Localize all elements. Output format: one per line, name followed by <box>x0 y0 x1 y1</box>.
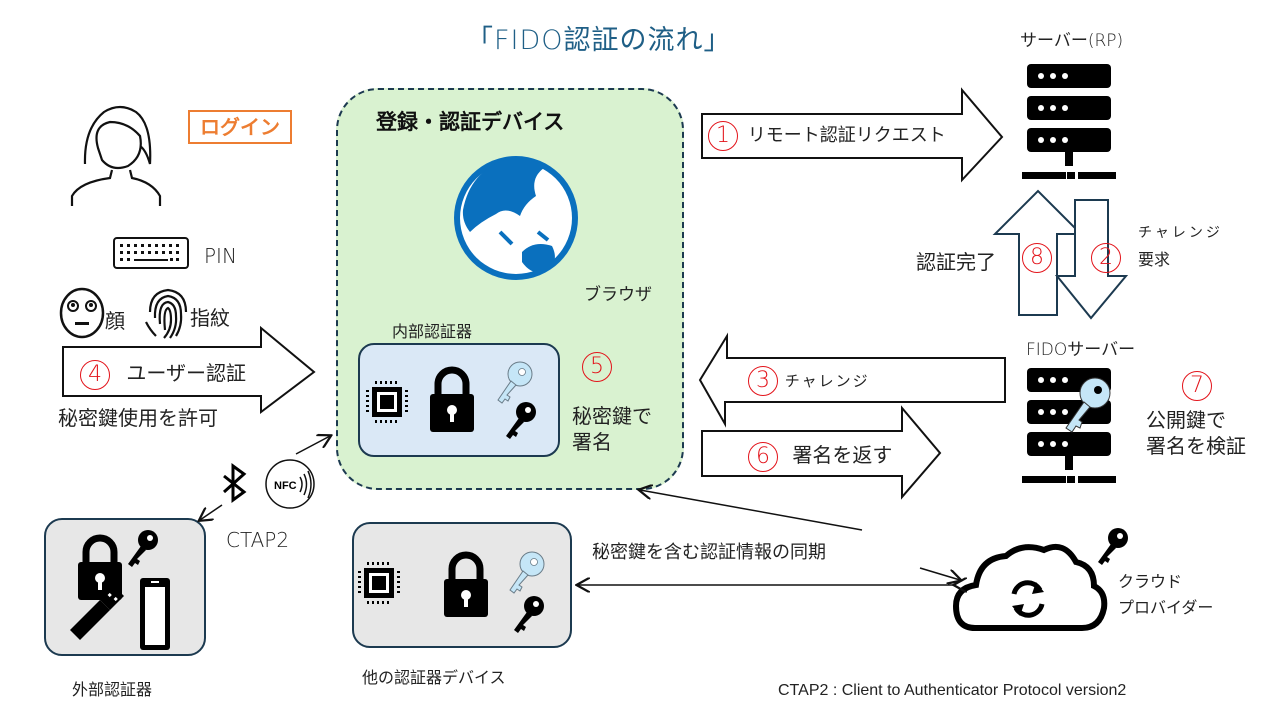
step-1-arrow <box>701 87 1004 183</box>
verify-label-line1: 公開鍵で <box>1146 408 1226 432</box>
usb-key-icon <box>70 586 124 640</box>
device-title: 登録・認証デバイス <box>376 110 565 134</box>
smartphone-icon <box>140 578 170 650</box>
cloud-sync-icon <box>952 544 1108 631</box>
step-number: 2 <box>1091 243 1121 273</box>
lock-icon <box>430 370 474 432</box>
step-8-number-wrap: 8 <box>1022 243 1052 273</box>
bluetooth-icon <box>222 463 247 503</box>
step-number: 1 <box>708 121 738 151</box>
keyboard-icon <box>113 237 189 269</box>
ctap-arrow-to-external <box>200 504 223 520</box>
step-6-arrow <box>701 405 942 500</box>
step-5-label: 5 <box>582 352 612 382</box>
step-3-arrow <box>698 332 1006 428</box>
footnote: CTAP2 : Client to Authenticator Protocol… <box>778 682 1127 699</box>
chip-icon <box>358 562 400 604</box>
face-label: 顔 <box>105 309 125 333</box>
rp-server-icon <box>1022 64 1116 179</box>
login-badge: ログイン <box>188 110 292 144</box>
sign-label-line1: 秘密鍵で <box>572 404 652 428</box>
private-key-icon <box>128 530 158 567</box>
fido-server-key-icon <box>1065 377 1111 433</box>
browser-globe-icon <box>454 156 578 280</box>
step-2-label-line2: 要求 <box>1138 250 1171 269</box>
public-key-icon <box>497 361 533 404</box>
step-4-arrow <box>62 325 316 415</box>
other-authenticator-label: 他の認証器デバイス <box>362 668 506 687</box>
pin-label: PIN <box>204 244 237 268</box>
cloud-label-line1: クラウド <box>1118 572 1183 591</box>
rp-server-label: サーバー(RP) <box>1020 31 1124 51</box>
step-1-label: 1 リモート認証リクエスト <box>708 121 946 151</box>
user-icon <box>70 105 162 206</box>
lock-icon <box>444 555 488 617</box>
step-2-label-line1: チャレンジ <box>1138 225 1223 241</box>
nfc-icon: NFC <box>265 459 315 509</box>
public-key-icon <box>509 551 545 594</box>
step-number: 5 <box>582 352 612 382</box>
step-8-label: 認証完了 <box>916 250 996 274</box>
step-6-label: 6 署名を返す <box>748 439 892 472</box>
fingerprint-label: 指紋 <box>190 306 230 330</box>
private-key-icon <box>514 596 544 633</box>
step-number: 6 <box>748 441 778 472</box>
step-number: 8 <box>1022 243 1052 273</box>
permit-private-key-label: 秘密鍵使用を許可 <box>58 406 218 430</box>
ctap2-label: CTAP2 <box>226 528 290 552</box>
step-7-number-wrap: 7 <box>1182 371 1212 401</box>
sync-arrow-to-cloud <box>919 567 960 580</box>
face-icon <box>59 287 105 339</box>
chip-icon <box>366 381 408 423</box>
external-authenticator-box <box>44 518 206 656</box>
internal-authenticator-label: 内部認証器 <box>392 322 473 341</box>
fido-server-label: FIDOサーバー <box>1026 340 1136 360</box>
sync-arrow-to-device <box>640 490 863 531</box>
diagram-title: 「FIDO認証の流れ」 <box>466 25 732 56</box>
sign-label-line2: 署名 <box>572 430 612 454</box>
external-authenticator-label: 外部認証器 <box>72 680 153 699</box>
step-number: 3 <box>748 366 778 396</box>
fingerprint-icon <box>145 288 188 339</box>
step-2-number-wrap: 2 <box>1091 243 1121 273</box>
cloud-label-line2: プロバイダー <box>1118 598 1214 617</box>
browser-label: ブラウザ <box>584 285 652 305</box>
step-number: 7 <box>1182 371 1212 401</box>
verify-label-line2: 署名を検証 <box>1146 434 1246 458</box>
ctap-arrow-to-device <box>295 436 330 455</box>
sync-label: 秘密鍵を含む認証情報の同期 <box>592 542 826 563</box>
step-3-label: 3 チャレンジ <box>748 366 870 396</box>
step-4-label: 4 ユーザー認証 <box>80 357 246 390</box>
private-key-icon <box>506 402 536 439</box>
svg-text:NFC: NFC <box>274 480 297 492</box>
step-number: 4 <box>80 359 110 390</box>
cloud-key-icon <box>1098 528 1128 565</box>
